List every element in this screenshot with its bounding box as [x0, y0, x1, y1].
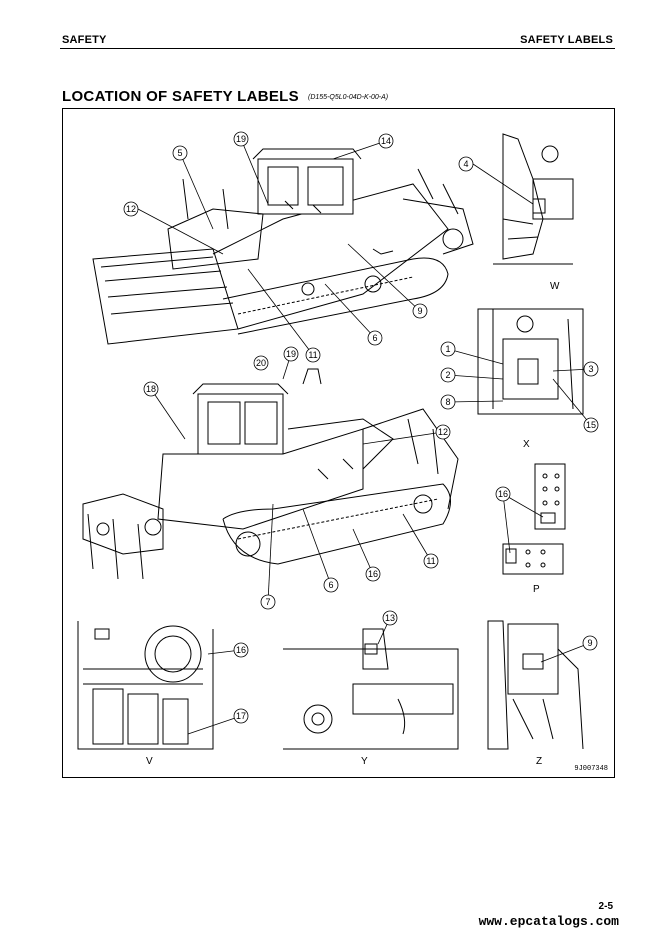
page-number: 2-5: [598, 901, 613, 912]
callout-13: 13: [385, 613, 395, 623]
bulldozer-rear-view: [82, 368, 459, 580]
callout-9: 9: [417, 306, 422, 316]
header-rule: [60, 48, 615, 49]
callout-6: 6: [328, 580, 333, 590]
machine-illustration: 5 19 14 12 9 6 11 18 20 19 12 11 16 6 7 …: [77, 131, 599, 750]
bulldozer-front-view: [92, 148, 474, 345]
callout-9: 9: [587, 638, 592, 648]
callout-4: 4: [463, 159, 468, 169]
callout-19: 19: [286, 349, 296, 359]
view-label-p: P: [533, 584, 540, 595]
callout-15: 15: [586, 420, 596, 430]
callout-8: 8: [445, 397, 450, 407]
callout-6: 6: [372, 333, 377, 343]
callout-2: 2: [445, 370, 450, 380]
callout-18: 18: [146, 384, 156, 394]
callout-16: 16: [498, 489, 508, 499]
view-label-x: X: [523, 439, 530, 450]
view-label-v: V: [146, 756, 153, 767]
view-y-detail: [283, 628, 459, 750]
footer-watermark-url[interactable]: www.epcatalogs.com: [478, 914, 619, 929]
callout-16: 16: [236, 645, 246, 655]
callout-12: 12: [126, 204, 136, 214]
illustration-frame: 5 19 14 12 9 6 11 18 20 19 12 11 16 6 7 …: [62, 108, 615, 778]
page-title: LOCATION OF SAFETY LABELS: [62, 88, 299, 105]
view-label-y: Y: [361, 756, 368, 767]
view-p-detail: [502, 463, 566, 575]
view-label-z: Z: [536, 756, 543, 767]
callout-17: 17: [236, 711, 246, 721]
view-z-detail: [487, 620, 584, 750]
callout-11: 11: [426, 556, 435, 566]
subsection-header: SAFETY LABELS: [520, 34, 613, 46]
callout-11: 11: [308, 350, 317, 360]
section-header: SAFETY: [62, 34, 107, 46]
figure-code: 9J007348: [574, 765, 608, 773]
title-code: (D155-Q5L0-04D-K-00-A): [308, 94, 389, 101]
callout-16: 16: [368, 569, 378, 579]
view-label-w: W: [550, 281, 560, 292]
callout-19: 19: [236, 134, 246, 144]
label-callouts: 5 19 14 12 9 6 11 18 20 19 12 11 16 6 7 …: [123, 131, 599, 735]
callout-3: 3: [588, 364, 593, 374]
view-v-detail: [77, 621, 214, 750]
callout-1: 1: [445, 344, 450, 354]
view-w-detail: [493, 133, 574, 265]
callout-7: 7: [265, 597, 270, 607]
view-x-detail: [477, 308, 584, 415]
callout-14: 14: [381, 136, 391, 146]
callout-20: 20: [256, 358, 266, 368]
callout-5: 5: [177, 148, 182, 158]
callout-12: 12: [438, 427, 448, 437]
